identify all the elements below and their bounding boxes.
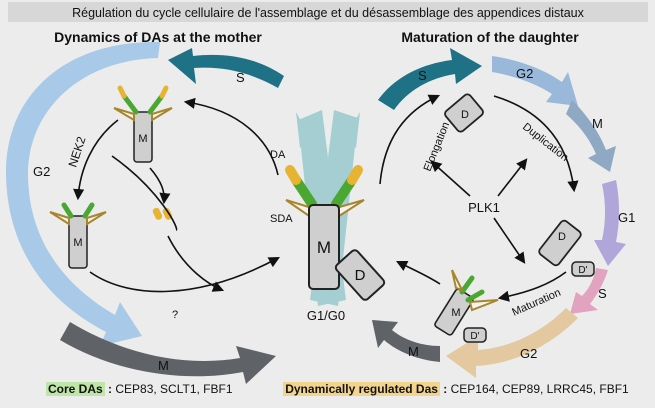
- legend-core-items: CEP83, SCLT1, FBF1: [112, 382, 233, 396]
- daughter-label-center: D: [355, 267, 366, 284]
- label-maturation: Maturation: [510, 287, 562, 319]
- arrow-maturation: [497, 271, 567, 302]
- daughter-centriole-center: D: [334, 249, 386, 301]
- label-sda: SDA: [270, 213, 293, 225]
- banner-background: [8, 2, 648, 22]
- mother-label-left: M: [73, 237, 82, 249]
- label-plk1: PLK1: [468, 200, 500, 215]
- phase-arrow-s-left: [168, 48, 284, 88]
- legend-core-separator: :: [104, 382, 113, 396]
- arrow-to-mother: [167, 235, 225, 292]
- legend-dyn-separator: :: [439, 382, 448, 396]
- arrow-duplication: [493, 95, 579, 193]
- label-elongation: Elongation: [422, 120, 453, 173]
- mother-label-right: M: [451, 307, 460, 319]
- phase-arrow-s-right-small: [570, 268, 608, 314]
- arrow-to-g1: [395, 260, 441, 285]
- label-g1g0: G1/G0: [307, 308, 345, 323]
- phase-label-g2-left: G2: [33, 164, 50, 179]
- legend-dyn-label: Dynamically regulated Das: [283, 382, 440, 396]
- arrow-plk1-duplication: [497, 158, 528, 197]
- label-da: DA: [270, 149, 286, 161]
- arrow-da-assembly: [183, 97, 279, 176]
- right-title: Maturation of the daughter: [401, 29, 579, 45]
- phase-label-m-left: M: [158, 358, 169, 373]
- released-distal-appendages: [152, 207, 173, 220]
- phase-label-m-right-top: M: [592, 116, 603, 131]
- arrow-plk1-maturation: [493, 217, 526, 264]
- legend: Core DAs : CEP83, SCLT1, FBF1 Dynamicall…: [46, 382, 646, 396]
- phase-label-g1-right: G1: [618, 210, 635, 225]
- daughter-prime-label-right: D': [578, 265, 587, 276]
- phase-arrow-m-right-bottom: [372, 320, 440, 362]
- phase-arrow-g1-right: [594, 180, 626, 266]
- label-question: ?: [172, 309, 178, 321]
- phase-arrow-m-right-top: [566, 100, 616, 172]
- phase-label-g2-right-bottom: G2: [520, 346, 537, 361]
- banner-title: Régulation du cycle cellulaire de l'asse…: [72, 6, 584, 20]
- arrow-elongation: [379, 94, 441, 185]
- phase-arrow-g2-right-bottom: [446, 308, 578, 378]
- mother-label-top: M: [138, 133, 147, 145]
- phase-label-s-right-small: S: [598, 286, 607, 301]
- legend-dyn-items: CEP164, CEP89, LRRC45, FBF1: [447, 382, 629, 396]
- label-duplication: Duplication: [520, 121, 570, 164]
- daughter-prime-label-bottom: D': [470, 331, 479, 342]
- daughter-label-right: D: [558, 231, 566, 243]
- arrow-reassembly-question: [89, 256, 280, 293]
- phase-arrow-m-left: [60, 322, 276, 384]
- arrow-plk1-elongation: [430, 160, 471, 197]
- daughter-label-top: D: [461, 109, 469, 121]
- legend-core-label: Core DAs: [46, 382, 105, 396]
- phase-arrow-g2-left: [5, 41, 160, 346]
- arrow-nek2: [73, 119, 119, 201]
- phase-label-m-right-bottom: M: [408, 344, 419, 359]
- left-title: Dynamics of DAs at the mother: [54, 29, 262, 45]
- arrow-release: [149, 167, 171, 205]
- phase-label-s-left: S: [236, 70, 245, 85]
- phase-arrow-s-right: [378, 48, 482, 110]
- mother-label-center: M: [317, 238, 331, 257]
- daughter-centriole-top: D: [444, 93, 484, 133]
- mother-centriole-full: M: [113, 85, 173, 163]
- phase-label-g2-right-top: G2: [516, 66, 533, 81]
- mother-centriole-center: M: [285, 165, 365, 290]
- mother-centriole-core: M: [49, 202, 107, 269]
- phase-arrow-g2-right-top: [492, 56, 578, 106]
- daughter-centriole-right: D D': [538, 219, 595, 277]
- mother-centriole-right: M D': [434, 269, 499, 343]
- arrow-reassembly-path: [111, 155, 178, 231]
- phase-label-s-right: S: [418, 68, 427, 83]
